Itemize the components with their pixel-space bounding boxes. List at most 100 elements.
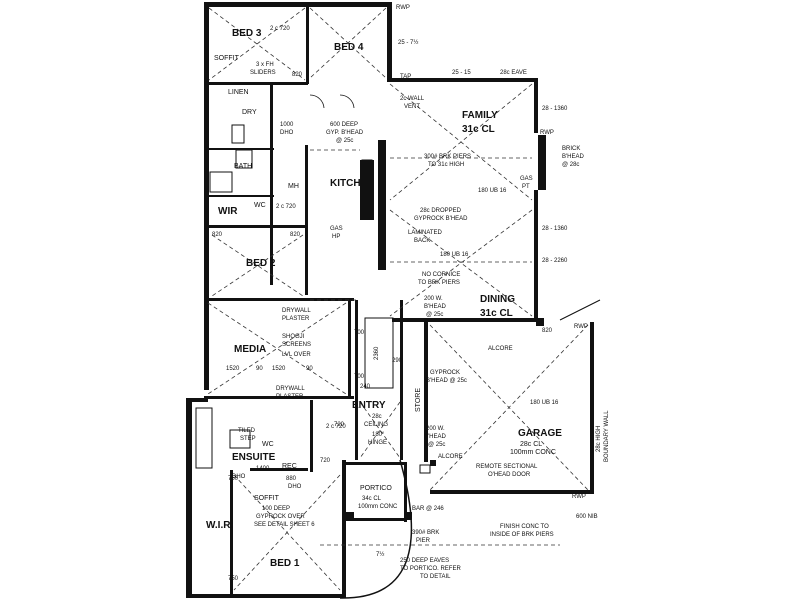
note-hinge-2: HINGE	[368, 440, 387, 446]
note-alcore-2: ALCORE	[438, 454, 463, 460]
note-sliders-1: 3 x FH	[256, 62, 274, 68]
note-dim-2c720-c: 2 c 720	[326, 424, 346, 430]
note-no-cornice-1: NO CORNICE	[422, 272, 460, 278]
room-wc-top: WC	[254, 202, 266, 209]
note-remote-2: O'HEAD DOOR	[488, 472, 531, 478]
note-eaves-2: TO PORTICO. REFER	[400, 566, 461, 572]
note-brick-1: BRICK	[562, 146, 580, 152]
brick-piers	[346, 135, 546, 520]
note-dim-1520-a: 1520	[226, 366, 240, 372]
note-ub-180-b: 180 UB 16	[440, 252, 469, 258]
fixtures	[195, 94, 601, 599]
room-bed3: BED 3	[232, 28, 262, 39]
note-dim-700-b: 700	[354, 374, 365, 380]
note-rwp-3: RWP	[574, 324, 588, 330]
note-brk-pier-1: 390# BRK	[412, 530, 439, 536]
note-wall-vent-1: 2c WALL	[400, 96, 425, 102]
note-rwp-1: RWP	[396, 5, 410, 11]
note-remote-1: REMOTE SECTIONAL	[476, 464, 538, 470]
room-dining: DINING	[480, 294, 515, 305]
note-dho-label: DHO	[280, 130, 294, 136]
note-shoji-2: SCREENS	[282, 342, 311, 348]
room-family: FAMILY	[462, 110, 498, 121]
note-dim-2c720: 2 c 720	[270, 26, 290, 32]
note-tiled-2: STEP	[240, 436, 256, 442]
room-mh: MH	[288, 183, 299, 190]
note-bhead200-1: 200 W.	[424, 296, 443, 302]
room-rec: REC	[282, 463, 297, 470]
note-eaves-1: 250 DEEP EAVES	[400, 558, 449, 564]
note-bar-246: BAR @ 246	[412, 506, 444, 512]
room-entry: ENTRY	[352, 400, 386, 411]
note-dim-28-2260: 28 - 2260	[542, 258, 568, 264]
note-piers-1: 300# BRK PIERS	[424, 154, 471, 160]
note-ub-180-c: 180 UB 16	[530, 400, 559, 406]
note-bhead200-6: @ 25c	[428, 442, 445, 448]
note-rwp-2: RWP	[540, 130, 554, 136]
note-gyp-2: GYP. B'HEAD	[326, 130, 364, 136]
room-wir-bottom: W.I.R.	[206, 520, 233, 531]
note-dho-2: DHO	[232, 474, 246, 480]
note-dim-820-c: 820	[290, 232, 301, 238]
note-finish-2: INSIDE OF BRK PIERS	[490, 532, 554, 538]
note-bhead200-3: @ 25c	[426, 312, 443, 318]
note-drywall-4: PLASTER	[276, 394, 304, 400]
note-dim-820-b: 820	[212, 232, 223, 238]
note-dropped-1: 28c DROPPED	[420, 208, 462, 214]
note-bhead200-4: 200 W.	[426, 426, 445, 432]
note-shoji-1: SHOGJI	[282, 334, 305, 340]
ceiling-dashes	[207, 7, 589, 591]
room-portico-floor: 100mm CONC	[358, 504, 398, 510]
note-gyp-1: 600 DEEP	[330, 122, 358, 128]
note-eave-25-15: 25 - 15	[452, 70, 471, 76]
room-kitch: KITCH	[330, 178, 361, 189]
note-entry-ceiling-1: 28c	[372, 414, 382, 420]
note-deep-100-1: 100 DEEP	[262, 506, 290, 512]
note-finish-1: FINISH CONC TO	[500, 524, 549, 530]
note-eaves-3: TO DETAIL	[420, 574, 451, 580]
note-piers-2: TO 31c HIGH	[428, 162, 464, 168]
note-gyprock-2: B'HEAD @ 25c	[426, 378, 467, 384]
note-drywall-1: DRYWALL	[282, 308, 311, 314]
note-dim-1520-b: 1520	[272, 366, 286, 372]
room-labels: BED 3 BED 4 FAMILY 31c CL KITCH BED 2 DI…	[206, 28, 562, 569]
note-rwp-4: RWP	[572, 494, 586, 500]
note-sliders-2: SLIDERS	[250, 70, 276, 76]
note-bhead200-5: B'HEAD	[424, 434, 446, 440]
note-gyprock-1: GYPROCK	[430, 370, 460, 376]
note-gyp-3: @ 25c	[336, 138, 353, 144]
note-laminated-2: BACK	[414, 238, 430, 244]
note-dim-25-7-5: 25 - 7½	[398, 39, 418, 46]
note-laminated-1: LAMINATED	[408, 230, 443, 236]
note-dim-600-nib: 600 NIB	[576, 514, 598, 520]
note-gas-hp-2: HP	[332, 234, 340, 240]
note-dim-90-a: 90	[256, 366, 263, 372]
label-soffit-bottom: SOFFIT	[254, 495, 280, 502]
note-gas-pt-1: GAS	[520, 176, 533, 182]
note-gas-hp-1: GAS	[330, 226, 343, 232]
note-drywall-2: PLASTER	[282, 316, 310, 322]
label-soffit-top: SOFFIT	[214, 55, 240, 62]
note-dim-28-1360-a: 28 - 1360	[542, 106, 568, 112]
note-brick-2: B'HEAD	[562, 154, 584, 160]
note-boundary-1: 28c HIGH	[596, 426, 602, 452]
note-dim-2360: 2360	[374, 346, 380, 360]
note-dim-720-b: 720	[320, 458, 331, 464]
note-drywall-3: DRYWALL	[276, 386, 305, 392]
annotations: RWP 25 - 7½ 2 c 720 3 x FH SLIDERS 820 2…	[212, 5, 610, 582]
room-wir-top: WIR	[218, 206, 238, 217]
note-brk-pier-2: PIER	[416, 538, 431, 544]
note-dim-750-b: 750	[228, 576, 239, 582]
room-bed4: BED 4	[334, 42, 364, 53]
note-dho-1000: 1000	[280, 122, 294, 128]
note-eave-28c: 28c EAVE	[500, 70, 527, 76]
room-store: STORE	[415, 388, 422, 412]
note-dim-1400: 1400	[256, 466, 270, 472]
note-dim-28-1360-b: 28 - 1360	[542, 226, 568, 232]
note-gas-pt-2: PT	[522, 184, 530, 190]
room-garage-floor: 100mm CONC	[510, 449, 556, 456]
room-dining-ceiling: 31c CL	[480, 308, 513, 319]
room-family-ceiling: 31c CL	[462, 124, 495, 135]
note-wall-vent-2: VENT	[404, 104, 420, 110]
